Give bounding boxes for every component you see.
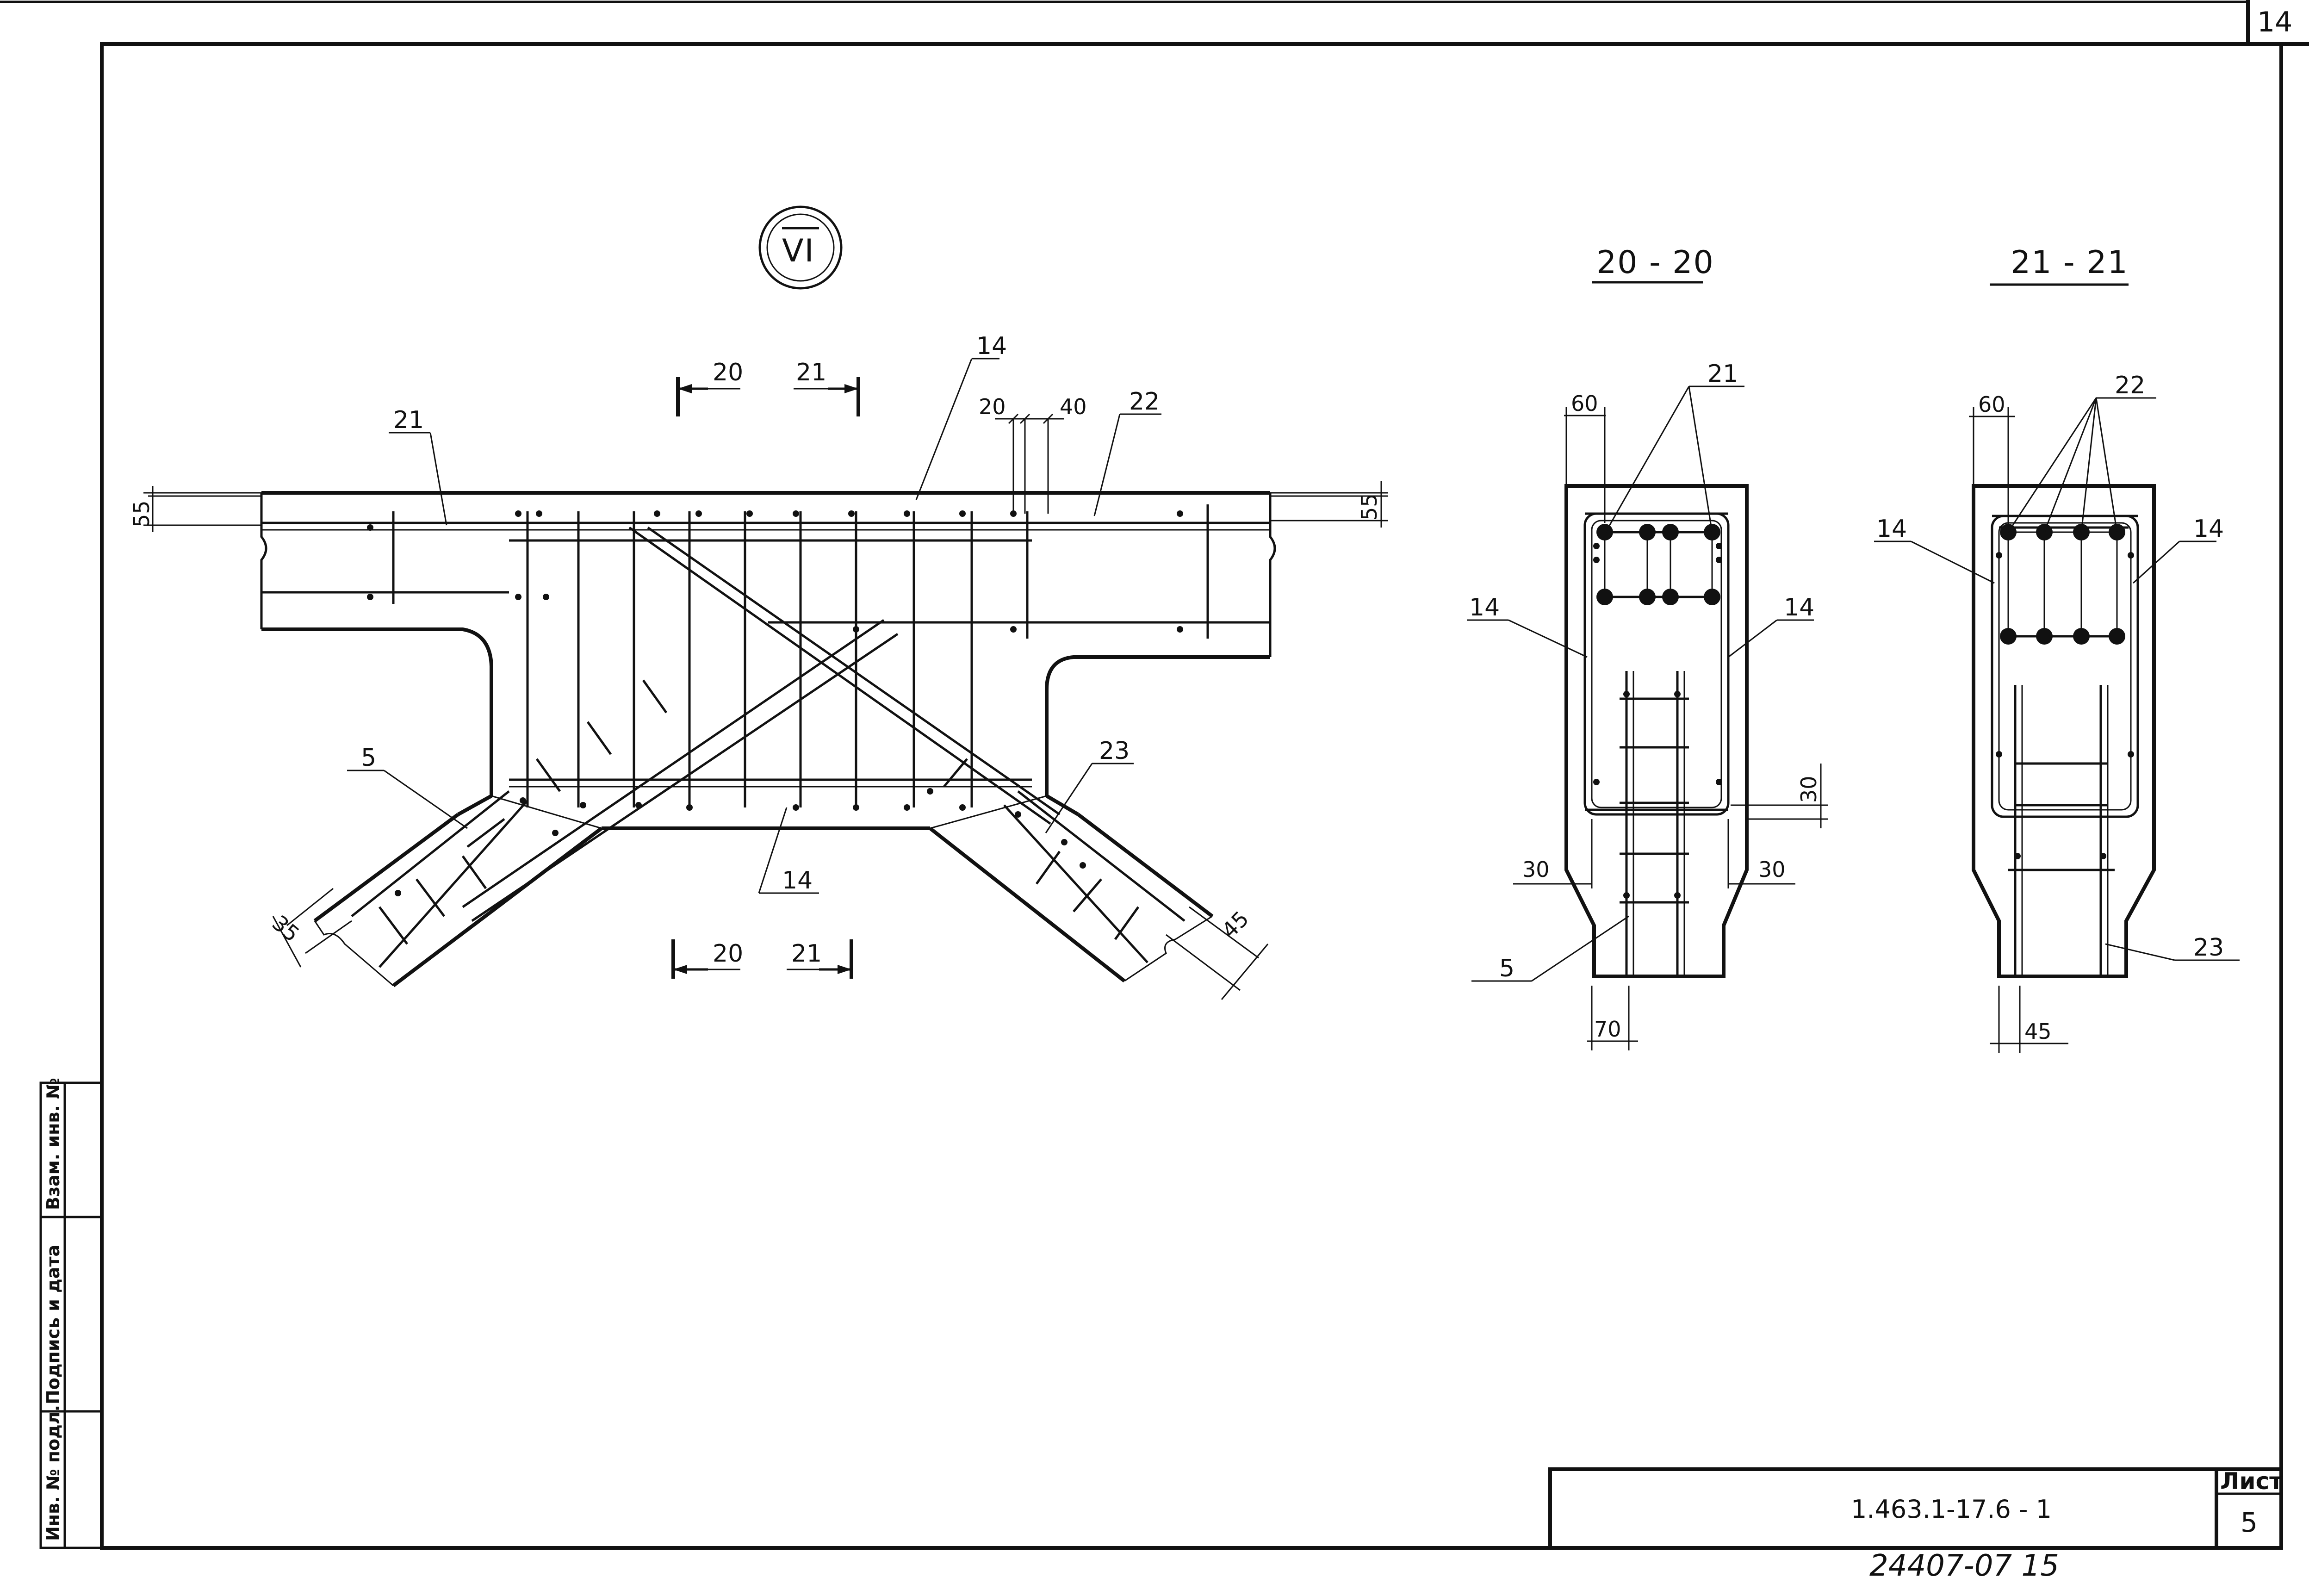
section-20-pos-14-left: 14: [1469, 594, 1500, 621]
main-view-reinforcement: [261, 504, 1270, 968]
corner-sheet-number: 14: [2257, 6, 2292, 38]
footer-code: 24407-07 15: [1869, 1549, 2059, 1583]
main-pos-23: 23: [1099, 737, 1130, 765]
section-20-dim-70: 70: [1594, 1017, 1621, 1042]
main-dim-55-right: 55: [1357, 493, 1382, 521]
section-21-pos-23: 23: [2193, 934, 2224, 962]
main-dim-20: 20: [979, 394, 1006, 419]
main-view-dimensions: [143, 413, 1388, 1000]
section-21-pos-22: 22: [2115, 372, 2145, 399]
sheet-label: Лист: [2220, 1468, 2283, 1495]
main-view-outline: [148, 491, 1388, 987]
sheet-number: 5: [2241, 1507, 2258, 1538]
section-21-leaders: [1874, 397, 2240, 961]
side-stamp: [39, 1081, 103, 1549]
side-stamp-inv-no-podl: Инв. № подл.: [43, 1405, 63, 1541]
main-dim-40: 40: [1060, 394, 1087, 419]
cut-label-20-top: 20: [713, 359, 743, 386]
cut-label-21-top: 21: [796, 359, 826, 386]
section-21-outline: [1972, 484, 2156, 978]
section-20-dim-30-right: 30: [1758, 857, 1786, 882]
section-21-bars: [1996, 524, 2134, 859]
main-view-leaders: [347, 358, 1161, 894]
main-pos-22: 22: [1129, 388, 1160, 416]
cut-label-20-bottom: 20: [713, 940, 743, 968]
section-20-pos-5: 5: [1499, 955, 1515, 982]
section-20-bars: [1593, 524, 1722, 899]
section-20-dim-30-vert: 30: [1796, 776, 1821, 803]
section-20-dim-30-left: 30: [1522, 857, 1550, 882]
section-21-pos-14-left: 14: [1876, 515, 1907, 543]
title-block: [1548, 1467, 2283, 1550]
cut-label-21-bottom: 21: [791, 940, 822, 968]
section-21-dimensions: [1969, 407, 2068, 1053]
main-pos-14-top: 14: [976, 332, 1007, 360]
section-21-title: 21 - 21: [2011, 244, 2129, 281]
section-21-pos-14-right: 14: [2193, 515, 2224, 543]
main-dim-45: 45: [1217, 906, 1254, 943]
side-stamp-vzam-inv: Взам. инв. №: [43, 1078, 63, 1210]
sheet-frame: [0, 0, 2309, 1550]
section-20-dim-60: 60: [1571, 391, 1598, 416]
section-20-title: 20 - 20: [1596, 244, 1714, 281]
main-pos-21: 21: [393, 406, 424, 434]
section-21-dim-60: 60: [1978, 392, 2005, 417]
section-21-dim-45: 45: [2024, 1019, 2052, 1044]
section-20-leaders: [1467, 385, 1814, 982]
section-20-pos-21: 21: [1707, 360, 1738, 388]
cut-markers-bottom: [671, 939, 853, 979]
section-20-pos-14-right: 14: [1784, 594, 1814, 621]
stamp-code: 1.463.1-17.6 - 1: [1851, 1495, 2052, 1524]
section-20-outline: [1564, 484, 1749, 978]
main-pos-14-bottom: 14: [782, 867, 813, 894]
cut-markers-top: [676, 377, 860, 416]
main-pos-5: 5: [361, 744, 376, 772]
section-20-dimensions: [1513, 407, 1828, 1050]
detail-mark-circle: [758, 205, 843, 290]
main-dim-55-left: 55: [129, 500, 154, 528]
side-stamp-podpis-data: Подпись и дата: [43, 1245, 63, 1404]
detail-mark-label: VI: [782, 233, 815, 269]
